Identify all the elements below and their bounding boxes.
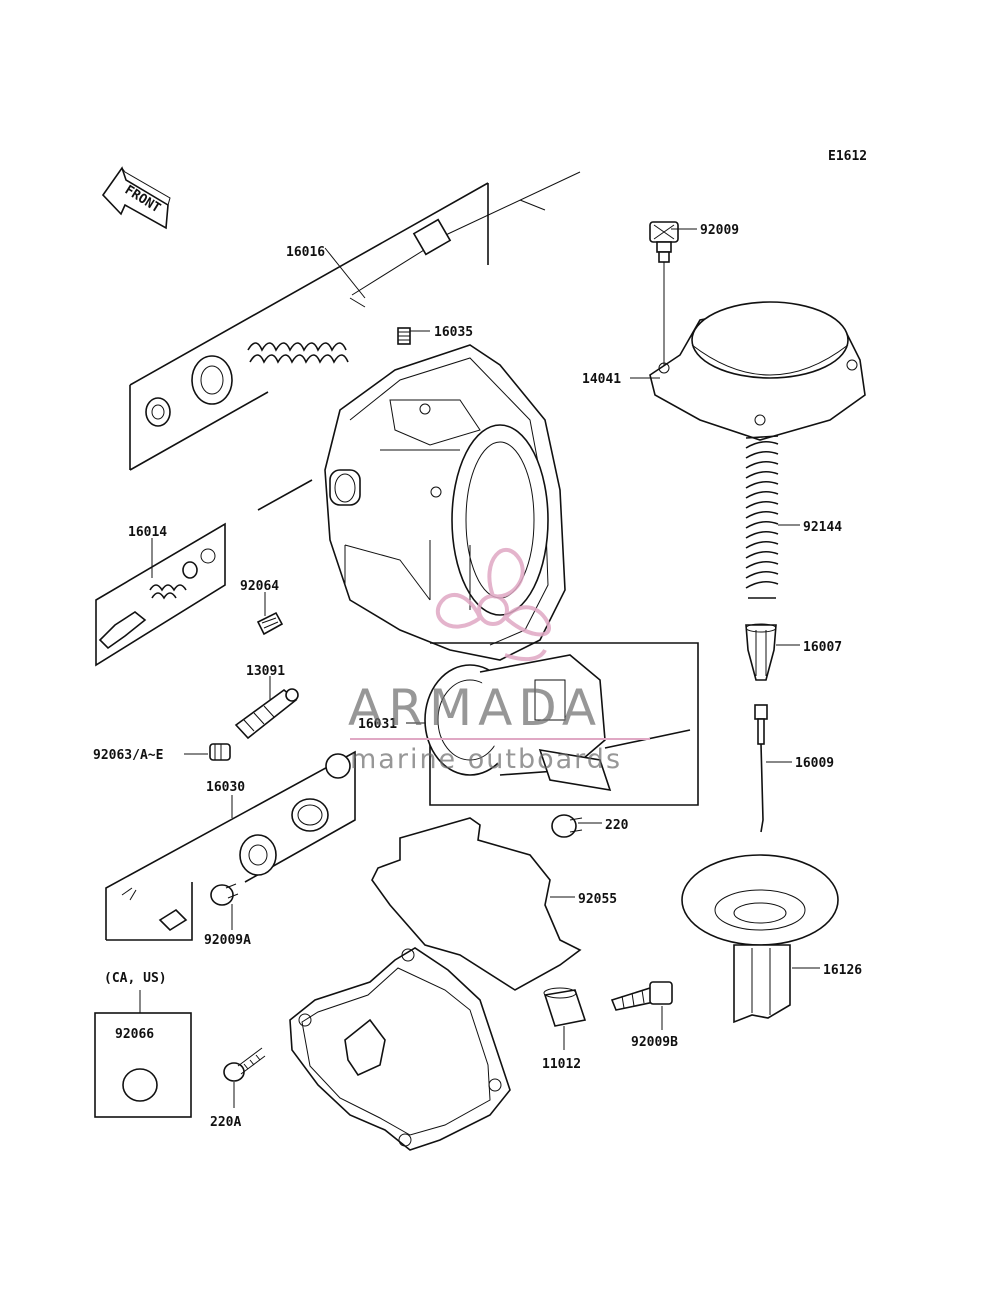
label-16007: 16007 [803,640,842,655]
diagram-code: E1612 [828,149,867,164]
part-92009B [610,981,673,1011]
carburetor-body [257,344,566,661]
label-92009A: 92009A [204,933,251,948]
part-220A [223,1047,266,1082]
label-16016: 16016 [286,245,325,260]
kit-16030 [105,750,356,941]
label-11012: 11012 [542,1057,581,1072]
label-14041: 14041 [582,372,621,387]
label-220A: 220A [210,1115,241,1130]
label-16031: 16031 [358,717,397,732]
part-92009 [649,221,679,370]
part-92063 [209,743,231,761]
part-92009A [210,883,239,906]
label-92066: 92066 [115,1027,154,1042]
part-11012 [543,987,587,1027]
label-16126: 16126 [823,963,862,978]
part-13091 [234,688,299,740]
part-92066 [94,1012,192,1118]
label-92055: 92055 [578,892,617,907]
watermark-brand: ARMADA [348,679,602,737]
label-92009: 92009 [700,223,739,238]
part-92144 [745,435,779,599]
kit-16031 [424,642,699,806]
label-16009: 16009 [795,756,834,771]
part-16126 [681,854,839,1024]
part-16009 [754,704,768,833]
part-14041 [649,301,866,441]
part-220 [551,814,583,838]
leader-16016 [324,247,366,299]
region-label: (CA, US) [104,971,167,986]
label-13091: 13091 [246,664,285,679]
label-92144: 92144 [803,520,842,535]
label-220: 220 [605,818,629,833]
part-16007 [745,623,777,681]
kit-16014 [95,522,226,667]
label-92009B: 92009B [631,1035,678,1050]
part-92064 [256,611,284,636]
label-16014: 16014 [128,525,167,540]
watermark: ARMADA marine outboards [348,547,650,775]
kit-16016 [129,171,581,471]
watermark-logo-icon [436,547,551,662]
part-16035 [397,327,411,345]
part-92055 [371,817,582,991]
label-92063: 92063/A~E [93,748,163,763]
front-arrow-icon: FRONT [101,166,171,230]
label-16030: 16030 [206,780,245,795]
label-92064: 92064 [240,579,279,594]
label-16035: 16035 [434,325,473,340]
float-bowl [289,947,511,1151]
watermark-tagline: marine outboards [350,744,622,775]
